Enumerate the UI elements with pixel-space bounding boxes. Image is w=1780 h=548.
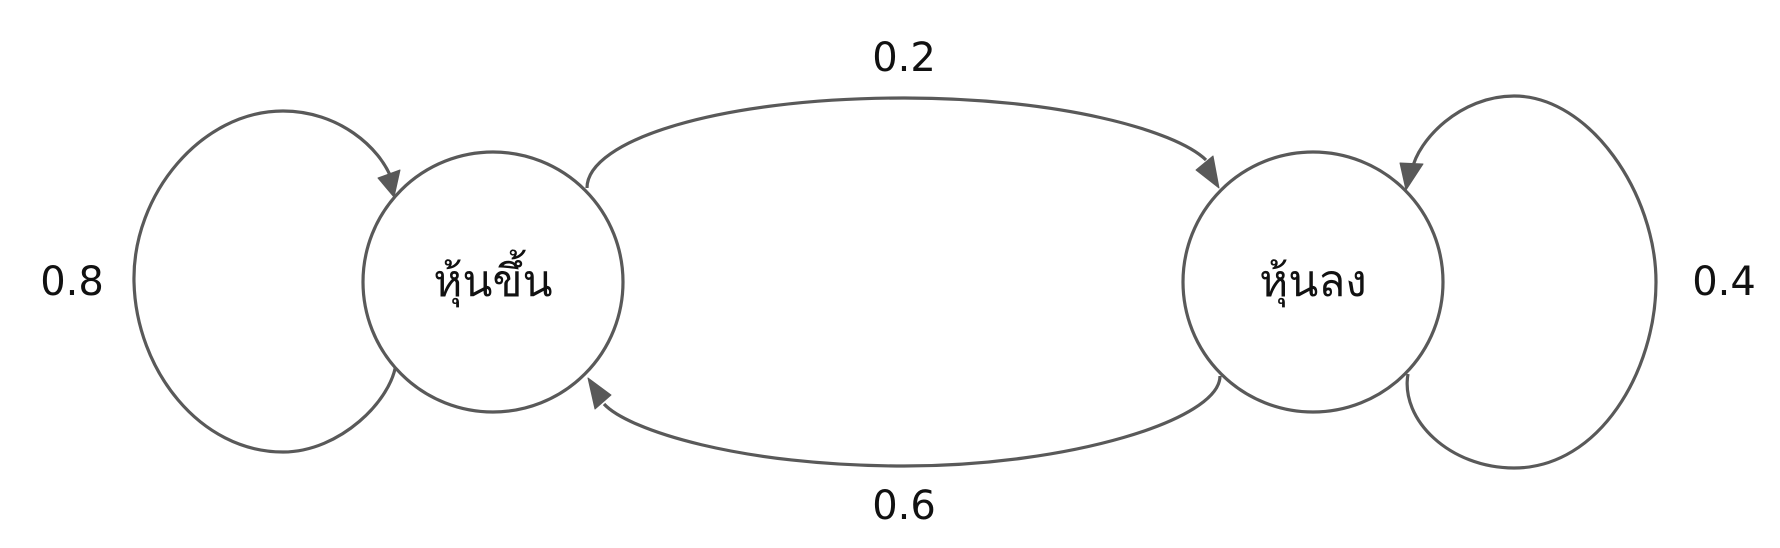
prob-label-down-to-down: 0.4 (1692, 259, 1756, 305)
self-loop-down-arrowhead (1399, 162, 1424, 191)
state-label-down: หุ้นลง (1259, 256, 1367, 308)
prob-label-down-to-up: 0.6 (872, 483, 936, 529)
transition-up-to-up (132, 109, 401, 454)
prob-label-up-to-up: 0.8 (40, 259, 104, 305)
self-loop-down-edge (1405, 94, 1658, 470)
arrowhead-down-to-up (587, 377, 612, 410)
state-label-up: หุ้นขึ้น (433, 249, 552, 308)
transition-up-to-down (585, 96, 1220, 189)
transition-down-to-up (587, 375, 1222, 468)
edge-up-to-down (585, 96, 1208, 189)
state-node-up: หุ้นขึ้น (361, 150, 625, 414)
prob-label-up-to-down: 0.2 (872, 35, 936, 81)
self-loop-up-arrowhead (377, 169, 401, 198)
self-loop-up-edge (132, 109, 398, 454)
edge-down-to-up (602, 375, 1222, 468)
state-node-down: หุ้นลง (1181, 150, 1445, 414)
state-circle-up (361, 150, 625, 414)
transition-down-to-down (1399, 94, 1658, 470)
arrowhead-up-to-down (1195, 155, 1220, 189)
state-circle-down (1181, 150, 1445, 414)
